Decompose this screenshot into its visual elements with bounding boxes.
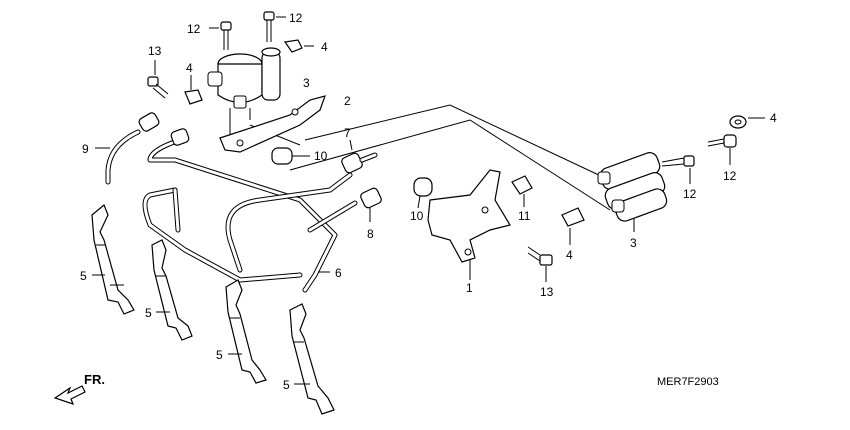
callout-5-b: 5 xyxy=(145,306,152,320)
callout-12-top-left: 12 xyxy=(187,22,201,36)
bolt-12-far-right xyxy=(707,134,737,165)
clip-4-top xyxy=(283,39,314,53)
callout-10-right: 10 xyxy=(410,209,424,223)
callout-12-far-right: 12 xyxy=(723,169,737,183)
rubber-mount-right xyxy=(413,177,433,209)
bolt-13-left xyxy=(147,60,169,99)
front-direction-arrow xyxy=(53,385,86,405)
diagram-code: MER7F2903 xyxy=(657,376,719,388)
callout-13-center: 13 xyxy=(540,285,554,299)
callout-4-left: 4 xyxy=(186,61,193,75)
bolt-12-right xyxy=(661,155,695,184)
grommet-4-right xyxy=(729,115,765,129)
callout-4-top: 4 xyxy=(321,40,328,54)
bracket-left xyxy=(219,95,326,153)
callout-6: 6 xyxy=(335,266,342,280)
callout-12-right: 12 xyxy=(683,187,697,201)
bracket-center xyxy=(427,169,511,280)
bolt-13-center xyxy=(527,246,553,282)
ignition-coil-right xyxy=(597,152,668,232)
plug-wire-9 xyxy=(95,112,160,185)
callout-1: 1 xyxy=(466,281,473,295)
clip-4-center xyxy=(561,207,585,245)
wire-harness-6 xyxy=(142,128,353,293)
plug-cap-5-a xyxy=(91,204,135,315)
callout-5-c: 5 xyxy=(216,348,223,362)
clip-4-left xyxy=(184,75,203,105)
callout-10-left: 10 xyxy=(314,149,328,163)
callout-8: 8 xyxy=(367,227,374,241)
plug-cap-5-b xyxy=(151,239,193,341)
callout-13-left: 13 xyxy=(148,44,162,58)
callout-3-right: 3 xyxy=(630,236,637,250)
callout-labels: 1 2 3 3 4 4 4 4 5 5 5 5 6 7 8 9 10 10 11… xyxy=(80,11,777,392)
rubber-mount-left xyxy=(271,147,310,165)
callout-9: 9 xyxy=(82,142,89,156)
front-label: FR. xyxy=(84,372,105,387)
plug-connector-8 xyxy=(307,187,382,233)
callout-11: 11 xyxy=(518,209,531,223)
callout-12-top-right: 12 xyxy=(289,11,303,25)
callout-3-left: 3 xyxy=(303,76,310,90)
ignition-coil-left xyxy=(207,47,281,135)
callout-4-right: 4 xyxy=(770,111,777,125)
plug-connector-7 xyxy=(341,139,378,174)
callout-2: 2 xyxy=(344,94,351,108)
callout-7: 7 xyxy=(344,126,351,140)
callout-5-d: 5 xyxy=(283,378,290,392)
plug-cap-5-c xyxy=(225,279,267,384)
bolt-12-top-left xyxy=(209,21,232,50)
bolt-12-top-right xyxy=(263,11,286,42)
callout-4-center: 4 xyxy=(566,248,573,262)
plug-cap-5-d xyxy=(289,303,335,415)
clip-11 xyxy=(511,175,533,207)
callout-5-a: 5 xyxy=(80,269,87,283)
